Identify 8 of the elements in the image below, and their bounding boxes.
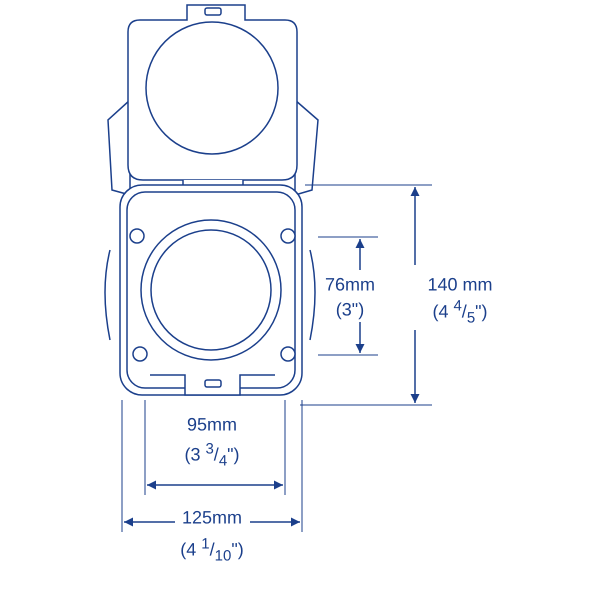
dimension-text: 140 mm bbox=[427, 274, 493, 296]
dimension-text: 125mm bbox=[182, 508, 242, 528]
dimension-text: 76mm bbox=[325, 274, 375, 296]
dimension-text: (4 $^{4}$/$_{5}$") bbox=[432, 298, 488, 326]
dimension-text: (3 $^{3}$/$_{4}$") bbox=[184, 440, 240, 470]
dimension-text: (4 $^{1}$/$_{10}$") bbox=[180, 536, 244, 564]
dimension-text: 95mm bbox=[187, 414, 237, 436]
dimension-text: (3") bbox=[336, 300, 364, 320]
